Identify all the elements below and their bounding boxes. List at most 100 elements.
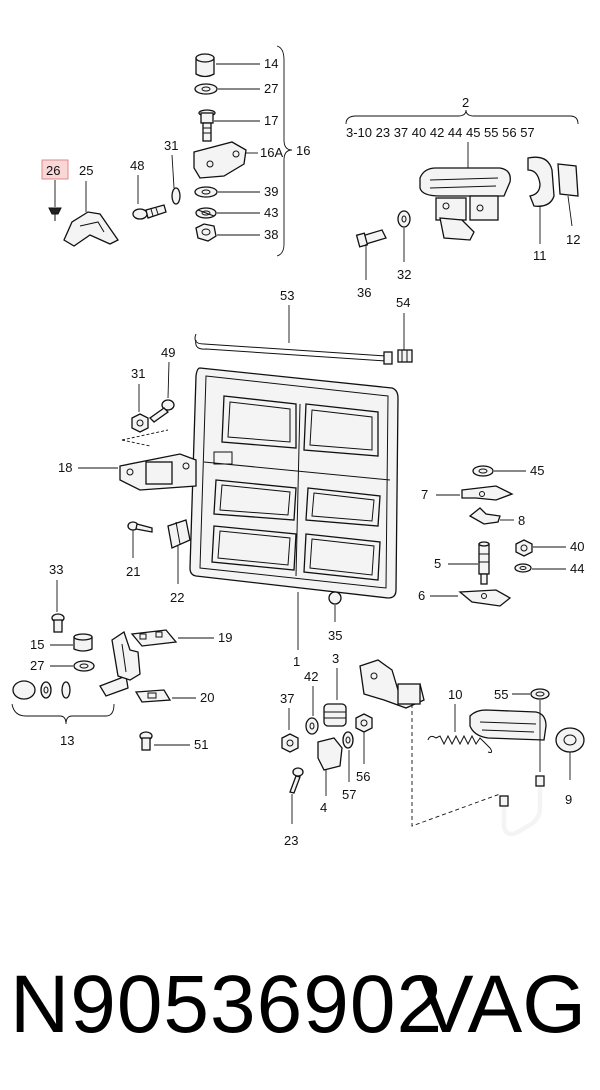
door-panel-1 [189,367,399,599]
washer-27-top [194,83,218,95]
label-39[interactable]: 39 [264,184,278,199]
washer-42 [305,717,319,735]
ring-45 [472,465,494,477]
screw-21 [127,521,153,533]
lock-washer-43 [195,207,217,219]
door-handle-2 [419,167,511,241]
label-12[interactable]: 12 [566,232,580,247]
nut-56 [355,713,373,733]
label-20[interactable]: 20 [200,690,214,705]
washer-32 [397,210,411,228]
label-51[interactable]: 51 [194,737,208,752]
label-33[interactable]: 33 [49,562,63,577]
label-27-top[interactable]: 27 [264,81,278,96]
bracket-13 [11,703,115,725]
label-9[interactable]: 9 [565,792,572,807]
nut-40 [515,539,533,557]
label-27-bottom[interactable]: 27 [30,658,44,673]
washer-39 [194,186,218,198]
kit-13-parts [12,675,129,700]
striker-18 [119,453,197,491]
label-13[interactable]: 13 [60,733,74,748]
label-35[interactable]: 35 [328,628,342,643]
label-16[interactable]: 16 [296,143,310,158]
clip-8 [468,507,501,525]
label-44[interactable]: 44 [570,561,584,576]
cap-15 [73,633,93,652]
bolt-33 [51,613,65,633]
grommet-9 [555,727,585,753]
label-57[interactable]: 57 [342,787,356,802]
label-43[interactable]: 43 [264,205,278,220]
label-10[interactable]: 10 [448,687,462,702]
clip-54 [397,349,413,363]
pin-5 [478,541,490,585]
label-17[interactable]: 17 [264,113,278,128]
bracket-4 [317,737,343,771]
label-1[interactable]: 1 [293,654,300,669]
label-15[interactable]: 15 [30,637,44,652]
pin-17 [198,109,216,142]
label-3[interactable]: 3 [332,651,339,666]
hinge-bracket [111,630,141,681]
label-31-mid[interactable]: 31 [131,366,145,381]
label-4[interactable]: 4 [320,800,327,815]
label-45[interactable]: 45 [530,463,544,478]
label-31-top[interactable]: 31 [164,138,178,153]
ring-55 [530,688,550,700]
label-49[interactable]: 49 [161,345,175,360]
label-2[interactable]: 2 [462,95,469,110]
plate-20 [134,689,172,703]
spring-10 [427,734,493,753]
label-6[interactable]: 6 [418,588,425,603]
label-37[interactable]: 37 [280,691,294,706]
guide-line [411,704,501,827]
seal-12 [557,163,579,197]
label-54[interactable]: 54 [396,295,410,310]
buffer-22 [167,519,191,549]
label-19[interactable]: 19 [218,630,232,645]
lever-7 [461,485,514,501]
cover-11 [527,156,555,207]
label-55[interactable]: 55 [494,687,508,702]
label-25[interactable]: 25 [79,163,93,178]
bolt-49 [148,399,175,423]
nut-38 [195,223,217,242]
label-32[interactable]: 32 [397,267,411,282]
washer-31-top [171,187,181,205]
label-7[interactable]: 7 [421,487,428,502]
label-48[interactable]: 48 [130,158,144,173]
footer: N90536902 VAG [0,955,600,1065]
plug-35 [328,591,342,605]
label-26[interactable]: 26 [46,163,60,178]
label-56[interactable]: 56 [356,769,370,784]
lock-assembly [469,709,547,741]
label-42[interactable]: 42 [304,669,318,684]
label-36[interactable]: 36 [357,285,371,300]
label-11[interactable]: 11 [533,248,547,263]
bolt-48 [132,204,167,220]
label-40[interactable]: 40 [570,539,584,554]
label-23[interactable]: 23 [284,833,298,848]
lever-6 [458,589,512,607]
label-22[interactable]: 22 [170,590,184,605]
label-14[interactable]: 14 [264,56,278,71]
bracket-2 [345,109,579,125]
screw-23 [289,767,304,794]
label-53[interactable]: 53 [280,288,294,303]
hinge-plate-16a [193,141,247,179]
label-21[interactable]: 21 [126,564,140,579]
label-38[interactable]: 38 [264,227,278,242]
highlight-26 [41,159,69,180]
label-18[interactable]: 18 [58,460,72,475]
link-rod [499,775,545,837]
label-5[interactable]: 5 [434,556,441,571]
screw-26 [48,207,62,221]
label-16a[interactable]: 16A [260,145,283,160]
bolt-51 [139,731,153,751]
washer-57 [342,731,354,749]
plate-19 [130,629,178,647]
cap-14 [195,53,215,78]
label-8[interactable]: 8 [518,513,525,528]
